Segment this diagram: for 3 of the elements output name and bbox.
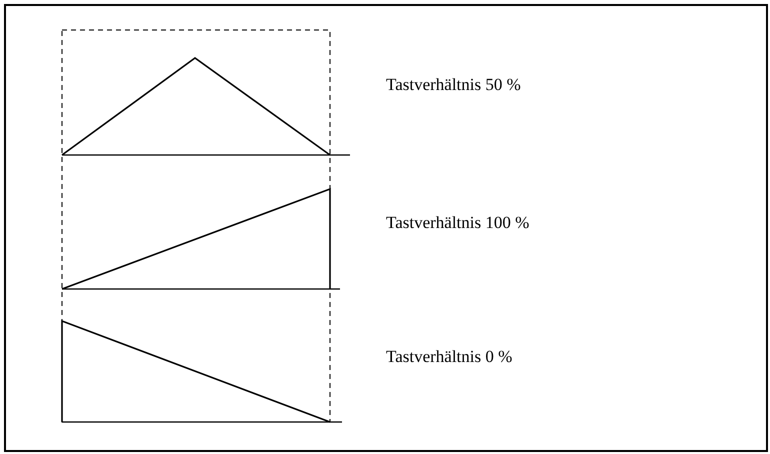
duty-cycle-label: Tastverhältnis 100 % — [386, 213, 530, 233]
duty-cycle-label: Tastverhältnis 0 % — [386, 347, 512, 367]
duty-cycle-label: Tastverhältnis 50 % — [386, 75, 521, 95]
